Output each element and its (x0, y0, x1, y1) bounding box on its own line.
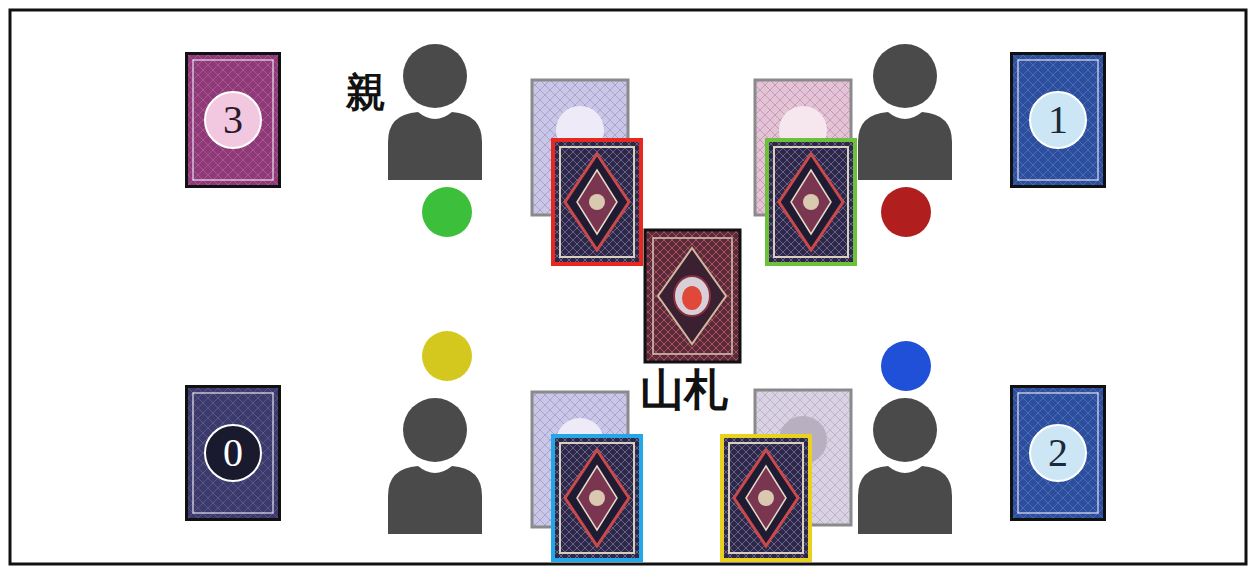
dealer-label: 親 (344, 70, 388, 114)
deck-label: 山札 (638, 366, 730, 414)
face-down-card (767, 140, 855, 264)
card-pattern (188, 55, 278, 185)
card-pattern (188, 388, 278, 518)
player-icon (388, 398, 482, 534)
card-pattern (188, 55, 278, 185)
card-pattern (1013, 388, 1103, 518)
card-number: 2 (1013, 433, 1103, 473)
card-pattern (1013, 55, 1103, 185)
card-pattern (1013, 55, 1103, 185)
card-pattern (1013, 388, 1103, 518)
deck-card (645, 230, 740, 362)
card-pattern (188, 55, 278, 185)
card-pattern (1013, 388, 1103, 518)
card-pattern (188, 55, 278, 185)
face-down-card (553, 140, 641, 264)
card-pattern (188, 388, 278, 518)
card-pattern (188, 388, 278, 518)
card-pattern (188, 55, 278, 185)
card-pattern (1013, 388, 1103, 518)
card-pattern (188, 55, 278, 185)
card-pattern (188, 388, 278, 518)
card-pattern (1013, 55, 1103, 185)
card-pattern (1013, 55, 1103, 185)
card-pattern (188, 55, 278, 185)
card-pattern (1013, 388, 1103, 518)
player-marker (881, 341, 931, 391)
card-pattern (188, 388, 278, 518)
card-number: 1 (1013, 100, 1103, 140)
card-number: 0 (188, 433, 278, 473)
number-card: 0 (185, 385, 281, 521)
card-pattern (1013, 55, 1103, 185)
card-number: 3 (188, 100, 278, 140)
face-down-card (553, 436, 641, 560)
card-pattern (1013, 388, 1103, 518)
card-pattern (188, 388, 278, 518)
card-pattern (1013, 55, 1103, 185)
card-pattern (1013, 55, 1103, 185)
card-pattern (1013, 55, 1103, 185)
number-card: 3 (185, 52, 281, 188)
card-pattern (188, 388, 278, 518)
number-card: 2 (1010, 385, 1106, 521)
card-pattern (188, 388, 278, 518)
player-marker (422, 187, 472, 237)
card-pattern (1013, 388, 1103, 518)
table-frame (10, 10, 1246, 564)
card-pattern (1013, 388, 1103, 518)
number-card: 1 (1010, 52, 1106, 188)
card-pattern (1013, 388, 1103, 518)
card-pattern (188, 55, 278, 185)
face-down-card (722, 436, 810, 560)
card-pattern (1013, 55, 1103, 185)
card-pattern (1013, 388, 1103, 518)
card-pattern (188, 55, 278, 185)
player-icon (388, 44, 482, 180)
card-pattern (188, 388, 278, 518)
player-icon (858, 398, 952, 534)
player-icon (858, 44, 952, 180)
player-marker (881, 187, 931, 237)
card-pattern (188, 388, 278, 518)
card-pattern (188, 55, 278, 185)
card-pattern (1013, 55, 1103, 185)
player-marker (422, 331, 472, 381)
